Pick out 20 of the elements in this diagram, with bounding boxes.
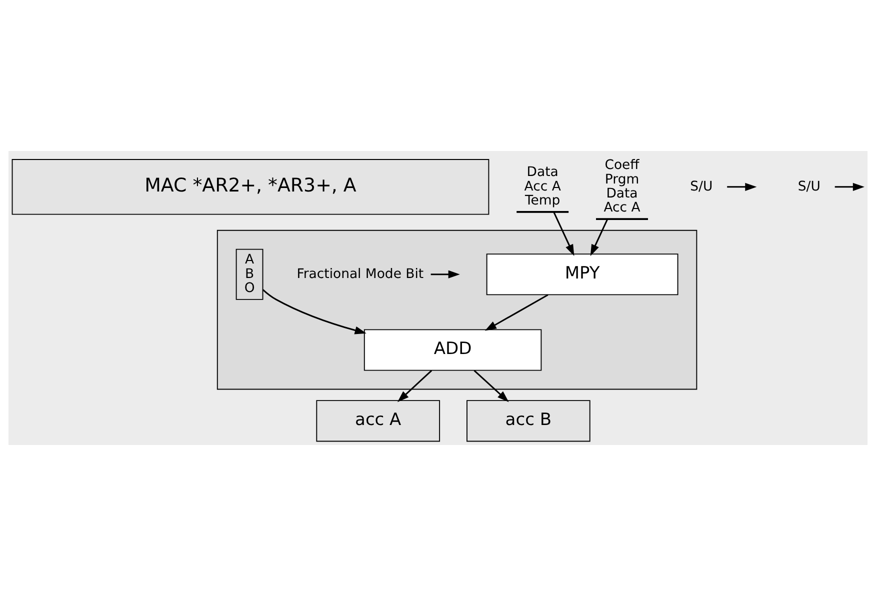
node-text: Fractional Mode Bit <box>296 266 424 282</box>
node-box: MAC *AR2+, *AR3+, A <box>12 159 490 215</box>
node-box: acc A <box>316 400 440 442</box>
node-text: S/U <box>690 179 713 194</box>
arrow <box>474 370 509 402</box>
arrow <box>553 212 574 256</box>
arrow <box>430 270 460 278</box>
node-box: ADD <box>364 329 542 371</box>
node-box: MPY <box>486 254 678 296</box>
arrow <box>262 289 366 334</box>
arrow <box>484 294 548 331</box>
arrow <box>834 182 864 191</box>
arrow <box>727 182 757 191</box>
arrow <box>590 218 608 256</box>
node-text: Coeff Prgm Data Acc A <box>604 158 640 216</box>
node-box: acc B <box>466 400 590 442</box>
node-text: Data Acc A Temp <box>524 165 561 209</box>
node-box: A B O <box>236 248 264 300</box>
node-text: S/U <box>798 179 820 194</box>
cluster <box>216 230 698 390</box>
